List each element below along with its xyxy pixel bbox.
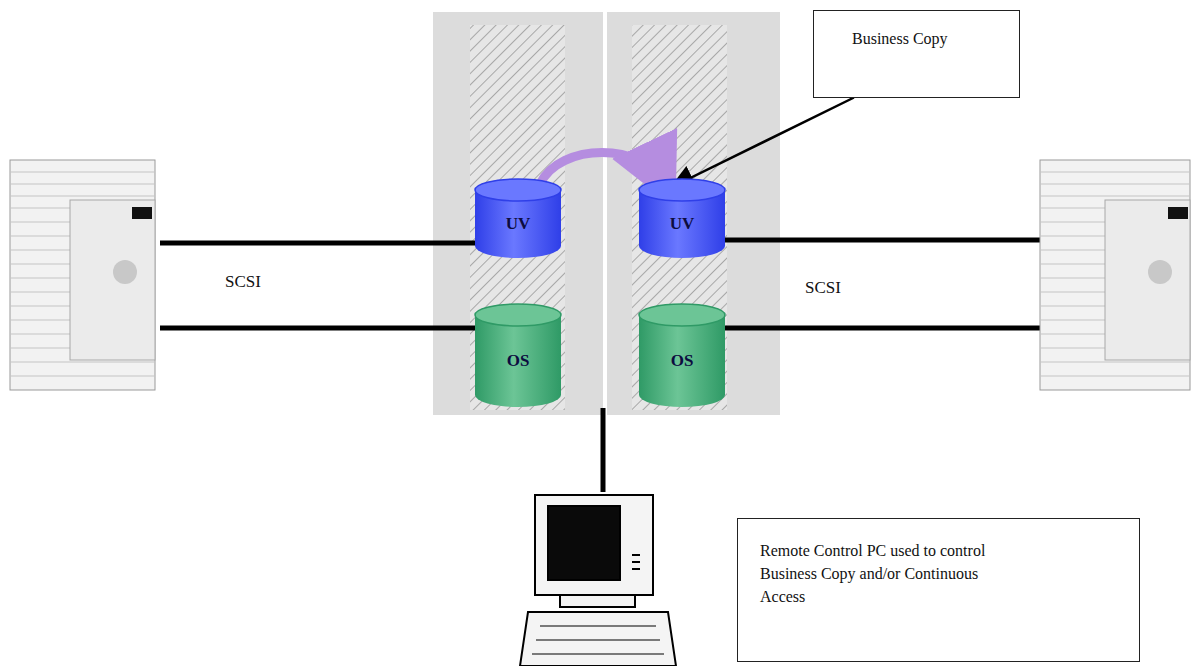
bus-label: SCSI xyxy=(805,278,841,298)
scsi-wire xyxy=(160,326,478,331)
callout-box: Remote Control PC used to control Busine… xyxy=(737,518,1140,662)
volume-label: OS xyxy=(638,351,726,371)
scsi-wire xyxy=(722,326,1040,331)
disk-volume: OS xyxy=(638,303,726,407)
volume-label: UV xyxy=(474,214,562,234)
connector-arrow xyxy=(540,153,664,185)
scsi-wire xyxy=(722,238,1040,243)
callout-text: Remote Control PC used to control Busine… xyxy=(760,539,990,609)
hatch-stripe xyxy=(470,25,565,410)
server xyxy=(1040,160,1190,390)
connector-arrow xyxy=(674,98,853,186)
disk-volume: OS xyxy=(474,303,562,407)
scsi-wire xyxy=(160,241,478,246)
bus-label: SCSI xyxy=(225,272,261,292)
array-panel xyxy=(433,12,603,415)
volume-label: OS xyxy=(474,351,562,371)
array-panel xyxy=(607,12,780,415)
server xyxy=(10,160,155,390)
callout-box: Business Copy xyxy=(813,10,1020,98)
hatch-stripe xyxy=(632,25,727,410)
disk-volume: UV xyxy=(474,178,562,258)
pc-wire xyxy=(601,408,606,492)
disk-volume: UV xyxy=(638,178,726,258)
volume-label: UV xyxy=(638,214,726,234)
pc xyxy=(520,495,676,666)
callout-text: Business Copy xyxy=(852,27,999,50)
